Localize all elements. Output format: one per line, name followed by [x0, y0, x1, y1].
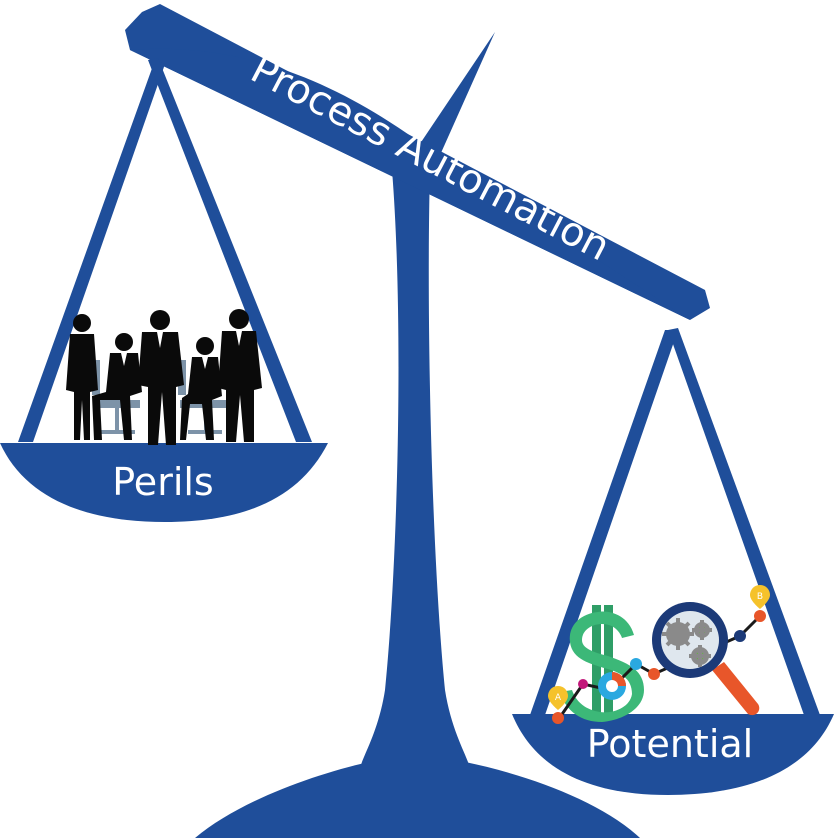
dollar-icon: [560, 605, 644, 722]
scale-base: [195, 760, 640, 838]
right-pan-rope-right: [668, 328, 820, 715]
scale-beam-bulge: [130, 48, 690, 320]
chart-point: [648, 668, 660, 680]
left-pan-label: Perils: [112, 460, 213, 504]
right-pan-rope-left: [530, 330, 678, 715]
right-pan: [512, 714, 834, 795]
magnifier-gears-icon: [652, 602, 760, 716]
chart-point: [552, 712, 564, 724]
right-pan-label: Potential: [587, 722, 753, 766]
map-pin-a-icon: A: [548, 686, 568, 710]
growth-chart-illustration: A B: [548, 585, 770, 724]
chart-point: [734, 630, 746, 642]
left-pan-rope-left: [18, 60, 165, 442]
chart-point: [578, 679, 588, 689]
donut-chart-icon: [598, 672, 626, 700]
marker-a-label: A: [555, 693, 562, 703]
scale-pillar: [360, 170, 470, 770]
chart-point: [754, 610, 766, 622]
left-pan-rope-right: [148, 58, 312, 442]
business-people-silhouette-icon: [66, 309, 262, 445]
chart-point: [630, 658, 642, 670]
marker-b-label: B: [757, 592, 763, 602]
map-pin-b-icon: B: [750, 585, 770, 609]
beam-label: Process Automation: [243, 46, 617, 270]
left-pan: [0, 443, 328, 522]
